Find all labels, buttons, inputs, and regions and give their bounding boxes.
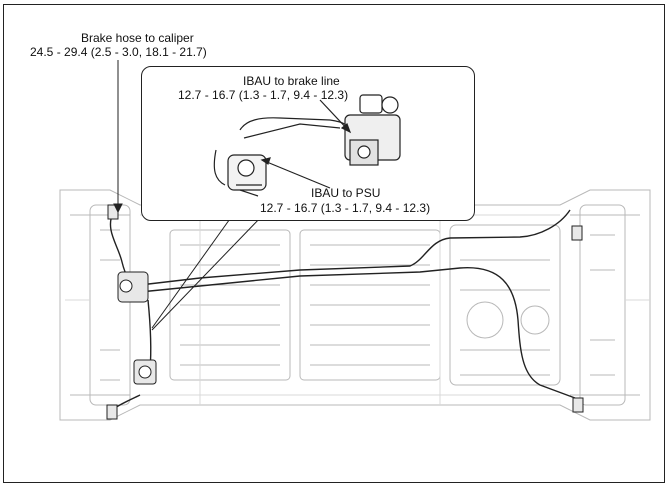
brake-lines <box>109 209 576 411</box>
psu-callout-value: 12.7 - 16.7 (1.3 - 1.7, 9.4 - 12.3) <box>260 201 431 215</box>
caliper-callout-title: Brake hose to caliper <box>81 31 194 45</box>
ibau-detail-inset <box>141 66 475 221</box>
caliper-leader <box>113 60 123 214</box>
psu-leaders <box>151 215 263 331</box>
vehicle-chassis <box>59 189 651 421</box>
brake-line-callout-value: 12.7 - 16.7 (1.3 - 1.7, 9.4 - 12.3) <box>178 88 349 102</box>
psu-callout-title: IBAU to PSU <box>311 186 381 200</box>
ibau-unit-on-chassis <box>106 204 584 420</box>
caliper-callout-value: 24.5 - 29.4 (2.5 - 3.0, 18.1 - 21.7) <box>30 45 207 59</box>
brake-line-callout-title: IBAU to brake line <box>243 74 340 88</box>
